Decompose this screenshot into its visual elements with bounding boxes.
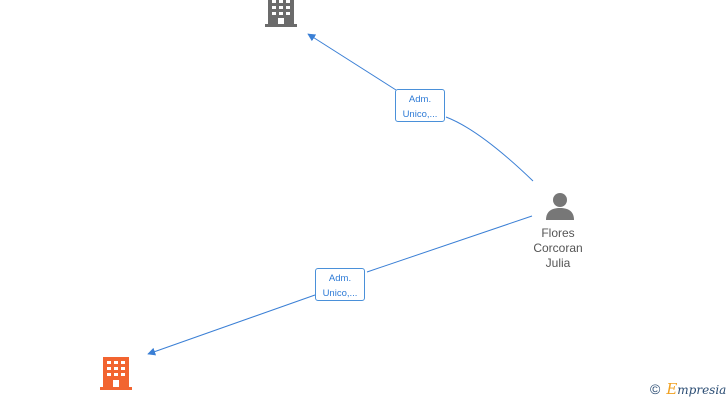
- empresia-watermark: © Empresia: [650, 379, 726, 399]
- brand-initial: E: [666, 380, 678, 398]
- edge-person-to-company-top: [445, 116, 534, 182]
- edge-label-line: Unico,...: [402, 109, 438, 120]
- edge-label-line: Unico,...: [322, 288, 358, 299]
- person-name-line: Corcoran: [533, 241, 583, 255]
- person-icon[interactable]: [544, 191, 576, 221]
- edge-person-to-company-top-arrow: [307, 33, 397, 91]
- edge-person-to-company-bottom: [366, 215, 533, 273]
- edge-label-role[interactable]: Adm. Unico,...: [395, 89, 445, 122]
- brand-rest: mpresia: [677, 383, 727, 397]
- person-name-line: Flores: [541, 226, 575, 240]
- edge-label-line: Adm.: [328, 273, 352, 284]
- person-name[interactable]: Flores Corcoran Julia: [518, 226, 598, 271]
- edge-label-role[interactable]: Adm. Unico,...: [315, 268, 365, 301]
- edge-person-to-company-bottom-arrow: [147, 294, 316, 356]
- copyright-icon: ©: [650, 381, 661, 397]
- building-icon[interactable]: [265, 0, 297, 28]
- company-bottom-label-cutoff: [86, 396, 142, 400]
- building-icon[interactable]: [100, 357, 132, 391]
- brand-logo: Empresia: [666, 380, 726, 398]
- edge-label-line: Adm.: [408, 94, 432, 105]
- person-name-line: Julia: [545, 256, 571, 270]
